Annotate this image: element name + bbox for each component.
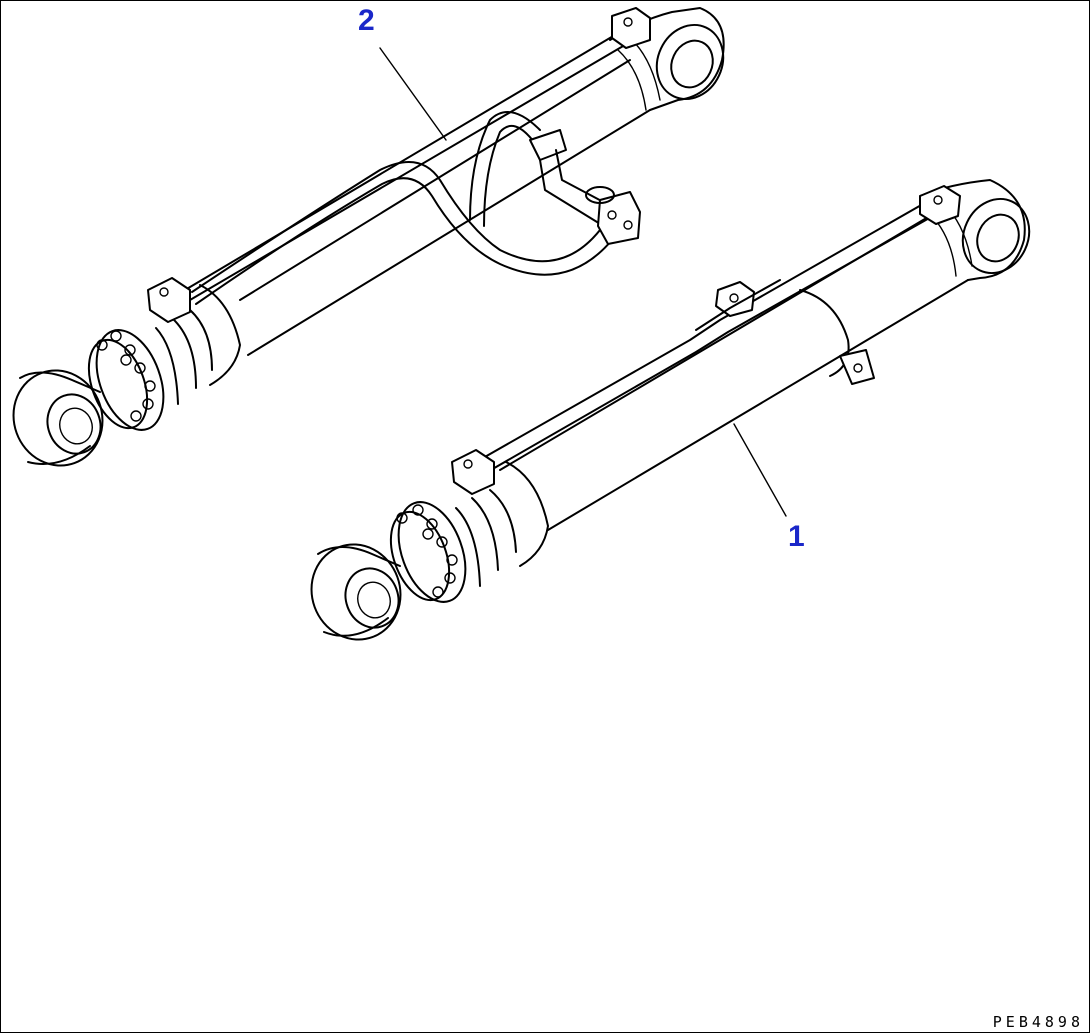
callout-2: 2 bbox=[358, 4, 375, 37]
leader-line-1 bbox=[733, 423, 787, 517]
drawing-code: PEB4898 bbox=[992, 1013, 1084, 1031]
leader-line-2 bbox=[379, 47, 447, 141]
cylinder-2 bbox=[12, 7, 725, 467]
callout-1: 1 bbox=[788, 520, 805, 553]
cylinder-1 bbox=[310, 179, 1031, 641]
